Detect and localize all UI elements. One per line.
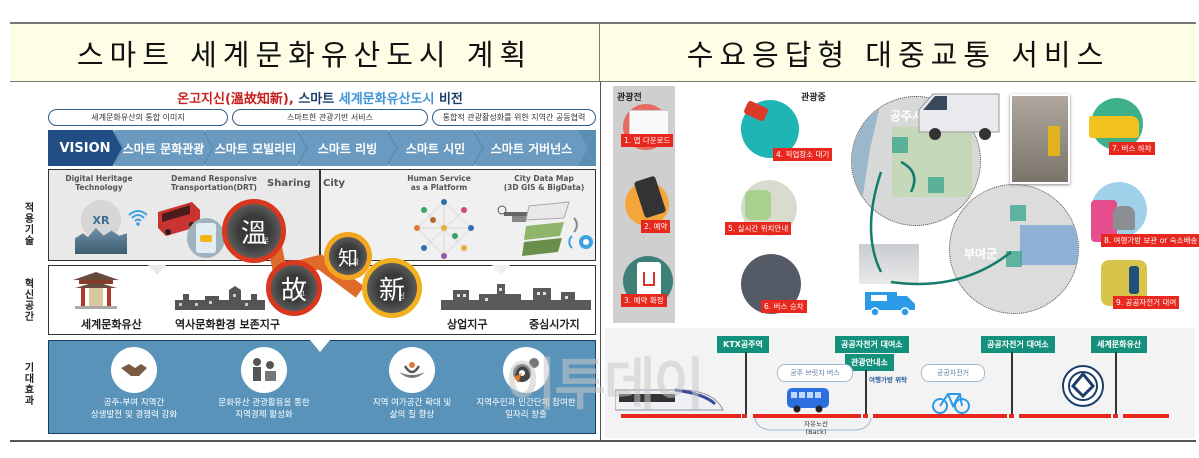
city-label: City <box>323 178 346 189</box>
effect-item: 지역주민과 민간단체 참여한 일자리 창출 <box>461 347 591 422</box>
phone-reserve-icon <box>625 175 669 226</box>
bridge-bus-pill: 공주 브릿지 버스 <box>777 364 853 382</box>
buyeo-label: 부여군 <box>964 247 998 261</box>
space-downtown: 중심시가지 <box>529 318 580 331</box>
goal-pills: 세계문화유산의 통합 이미지 스마트한 관광기반 서비스 통합적 관광활성화를 … <box>48 109 596 126</box>
vision-title-vision: 비전 <box>434 92 463 107</box>
notch <box>148 265 166 275</box>
effect-item: 공주-부여 지역간 상생발전 및 경쟁력 강화 <box>69 347 199 422</box>
stop-ktx-gongju: KTX공주역 <box>717 336 769 353</box>
step-tag: 4. 픽업장소 대기 <box>773 148 833 161</box>
sharing-label: Sharing <box>267 178 311 189</box>
bus-dropoff-icon <box>1089 98 1143 150</box>
effect-item: 지역 여가공간 확대 및 삶의 질 향상 <box>347 347 477 422</box>
notch <box>492 265 510 275</box>
step-tag: 9. 공공자전거 대여 <box>1113 296 1180 309</box>
vision-item: 스마트 거버넌스 <box>474 130 588 166</box>
route-arrows <box>869 160 1012 286</box>
step-tag: 2. 예약 <box>641 220 671 233</box>
xr-city-icon: XR <box>71 198 133 256</box>
handshake-icon <box>111 347 157 393</box>
row-label-space: 혁신공간 <box>22 278 33 322</box>
public-bike-pill: 공공자전거 <box>921 364 985 382</box>
step-tag: 7. 버스 하차 <box>1109 142 1155 155</box>
vision-title-city: 세계문화유산도시 <box>338 92 435 107</box>
free-route-bracket <box>754 418 872 431</box>
luggage-note: 여행가방 위탁 <box>869 376 908 384</box>
drone-map-icon <box>497 201 593 256</box>
ktx-train-icon <box>615 388 724 411</box>
phase-during-label: 관광중 <box>801 93 826 103</box>
palace-icon <box>73 272 119 309</box>
left-header: 스마트 세계문화유산도시 계획 <box>10 24 600 82</box>
buyeo-map: 부여군 <box>949 184 1079 314</box>
row-label-tech: 적용기술 <box>22 202 33 246</box>
goal-pill: 세계문화유산의 통합 이미지 <box>48 109 228 126</box>
tech-human-service: Human Service as a Platform <box>407 174 471 192</box>
step-tag: 3. 예약 확정 <box>621 294 667 307</box>
stop-bike-rental-2: 공공자전거 대여소 <box>981 336 1055 353</box>
vision-item: 스마트 문화관광 <box>114 130 212 166</box>
row-label-effect: 기대효과 <box>22 362 33 406</box>
stop-bike-rental-1: 공공자전거 대여소 <box>835 336 909 353</box>
vision-item: 스마트 시민 <box>388 130 482 166</box>
gongju-label: 공주시 <box>890 109 924 123</box>
gongju-map: 공주시 <box>851 96 981 226</box>
tech-drt: Demand Responsive Transportation(DRT) <box>170 174 257 192</box>
column-divider <box>600 82 601 442</box>
station-photo <box>859 244 919 284</box>
stop-tourist-info: 관광안내소 <box>845 354 894 371</box>
unesco-heritage-icon <box>1062 365 1104 407</box>
effect-item: 문화유산 관광활용을 통한 지역경제 활성화 <box>199 347 329 422</box>
vision-title-hanja: 온고지신(溫故知新), <box>177 92 294 107</box>
bike-station-photo <box>1010 94 1070 184</box>
historic-buildings-icon <box>175 286 265 310</box>
right-header: 수요응답형 대중교통 서비스 <box>600 24 1196 82</box>
notch <box>310 340 330 352</box>
vision-bar: VISION 스마트 문화관광 스마트 모빌리티 스마트 리빙 스마트 시민 스… <box>48 130 596 166</box>
goal-pill: 스마트한 관광기반 서비스 <box>232 109 428 126</box>
stop-world-heritage: 세계문화유산 <box>1091 336 1148 353</box>
luggage-icon <box>1091 182 1147 242</box>
step-tag: 8. 여행가방 보관 or 숙소배송 <box>1101 234 1199 247</box>
technology-box: Digital Heritage Technology XR Demand Re… <box>48 169 596 261</box>
wifi-icon <box>128 210 148 226</box>
vision-item: 스마트 리빙 <box>298 130 396 166</box>
space-historic-district: 역사문화환경 보존지구 <box>175 318 281 331</box>
comparison-table: 스마트 세계문화유산도시 계획 수요응답형 대중교통 서비스 온고지신(溫故知新… <box>10 22 1199 442</box>
watermark: 이투데이 <box>505 353 705 418</box>
expected-effects-box: 공주-부여 지역간 상생발전 및 경쟁력 강화 문화유산 관광활용을 통한 지역… <box>48 340 596 434</box>
step-tag: 6. 버스 승차 <box>761 300 807 313</box>
space-commercial: 상업지구 <box>447 318 488 331</box>
step-tag: 5. 실시간 위치안내 <box>725 222 792 235</box>
bicycle-icon <box>932 393 970 414</box>
tour-guide-icon <box>241 347 287 393</box>
route-timeline: KTX공주역 공공자전거 대여소 관광안내소 여행가방 위탁 공공자전거 대여소… <box>605 328 1195 438</box>
bus-icon <box>787 388 829 413</box>
van-icon <box>918 93 1000 140</box>
vision-label: VISION <box>48 130 122 166</box>
vision-title: 온고지신(溫故知新), 스마트 세계문화유산도시 비전 <box>40 88 600 107</box>
smart-heritage-city-panel: 온고지신(溫故知新), 스마트 세계문화유산도시 비전 세계문화유산의 통합 이… <box>10 82 600 442</box>
free-route-label: 자유노선 (Back) <box>804 420 828 437</box>
drt-service-panel: 관광전 관광중 1. 앱 다운로드 2. 예약 3. 예약 확정 4. 픽업장소… <box>601 82 1199 442</box>
commercial-buildings-icon <box>441 284 591 310</box>
gears-icon <box>503 347 549 393</box>
drt-van-icon <box>865 292 915 317</box>
lotus-person-icon <box>389 347 435 393</box>
tech-city-data-map: City Data Map (3D GIS & BigData) <box>503 174 585 192</box>
network-icon <box>414 199 474 259</box>
goal-pill: 통합적 관광활성화를 위한 지역간 공동협력 <box>432 109 596 126</box>
step-tag: 1. 앱 다운로드 <box>621 134 674 147</box>
phase-before-label: 관광전 <box>617 93 642 103</box>
phone-icon <box>187 218 225 258</box>
tech-digital-heritage: Digital Heritage Technology <box>65 174 133 192</box>
vision-item: 스마트 모빌리티 <box>204 130 306 166</box>
space-world-heritage: 세계문화유산 <box>81 318 142 331</box>
vision-title-smart: 스마트 <box>293 92 339 107</box>
